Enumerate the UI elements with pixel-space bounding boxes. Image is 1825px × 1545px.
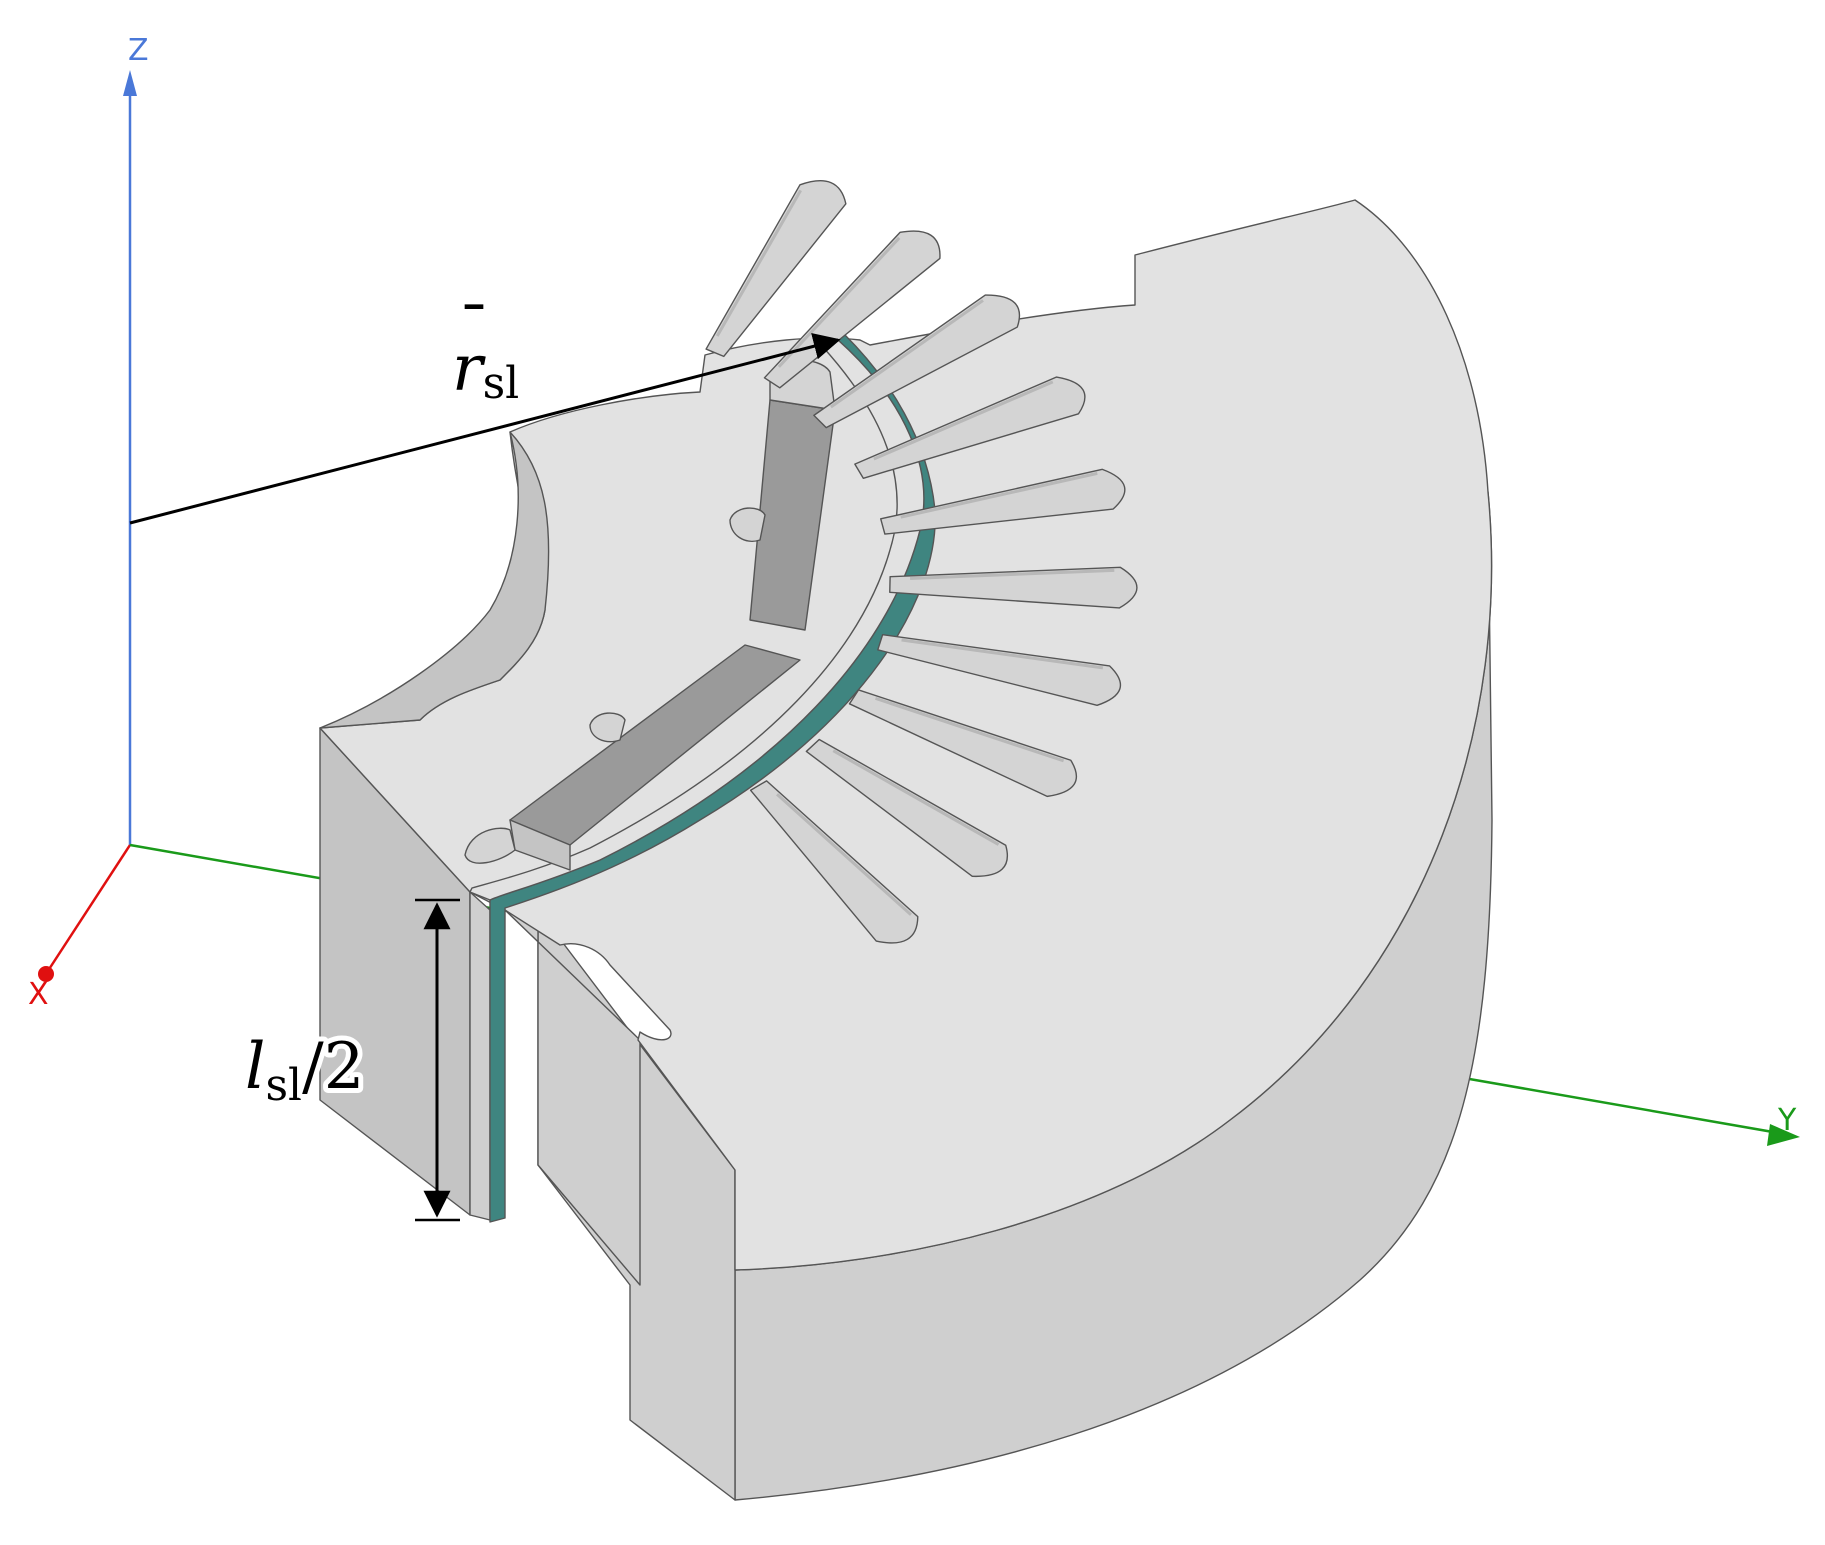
- flux-barrier-low: [589, 712, 626, 743]
- radius-annotation: rsl ¯: [129, 289, 841, 525]
- stator-slot: [854, 376, 1086, 479]
- stator-slot-shade: [901, 638, 1104, 670]
- length-suffix: /2: [302, 1030, 364, 1104]
- radius-subscript: sl: [483, 358, 520, 409]
- flux-barrier-mid: [729, 507, 766, 542]
- y-axis-arrow-icon: [1767, 1124, 1800, 1146]
- radius-symbol: rsl: [452, 332, 519, 409]
- stator-slot-shade: [776, 793, 912, 916]
- stator-slot: [805, 738, 1008, 878]
- stator-slot-shade: [875, 696, 1065, 763]
- length-subscript: sl: [265, 1060, 302, 1111]
- length-symbol: lsl/2: [245, 1030, 364, 1111]
- stator-slot-shade: [910, 568, 1115, 581]
- stator-slot-shade: [830, 299, 984, 409]
- stator-slot: [877, 634, 1122, 707]
- stator-slot: [813, 294, 1021, 429]
- z-axis-arrow-icon: [123, 70, 137, 96]
- stator-slot-shade: [777, 236, 901, 368]
- rotor-front-face: [469, 891, 491, 1221]
- x-axis: [40, 844, 132, 981]
- flux-barrier-bottom: [464, 827, 516, 864]
- inner-bore-face: [319, 431, 550, 729]
- stator-slot: [848, 689, 1078, 798]
- length-symbol-letter: l: [245, 1030, 265, 1104]
- stator-slot: [880, 468, 1126, 535]
- stator-slot-shade: [715, 189, 802, 337]
- length-annotation: lsl/2: [240, 898, 460, 1222]
- stator-slot: [749, 780, 919, 944]
- stator-slot-shade: [832, 749, 1000, 846]
- magnet-lower-end: [509, 819, 571, 871]
- stator-slot-shade: [873, 380, 1054, 461]
- radius-bar: ¯: [458, 294, 490, 368]
- stator-slot-shade: [900, 471, 1098, 519]
- machine-segment-body: [319, 180, 1493, 1501]
- radius-arrow: [129, 333, 841, 525]
- stator-slot: [705, 180, 847, 358]
- x-axis-marker-icon: [38, 966, 54, 982]
- z-axis-label: Z: [128, 33, 149, 68]
- x-axis-label: X: [28, 977, 49, 1012]
- y-axis-label: Y: [1777, 1103, 1797, 1138]
